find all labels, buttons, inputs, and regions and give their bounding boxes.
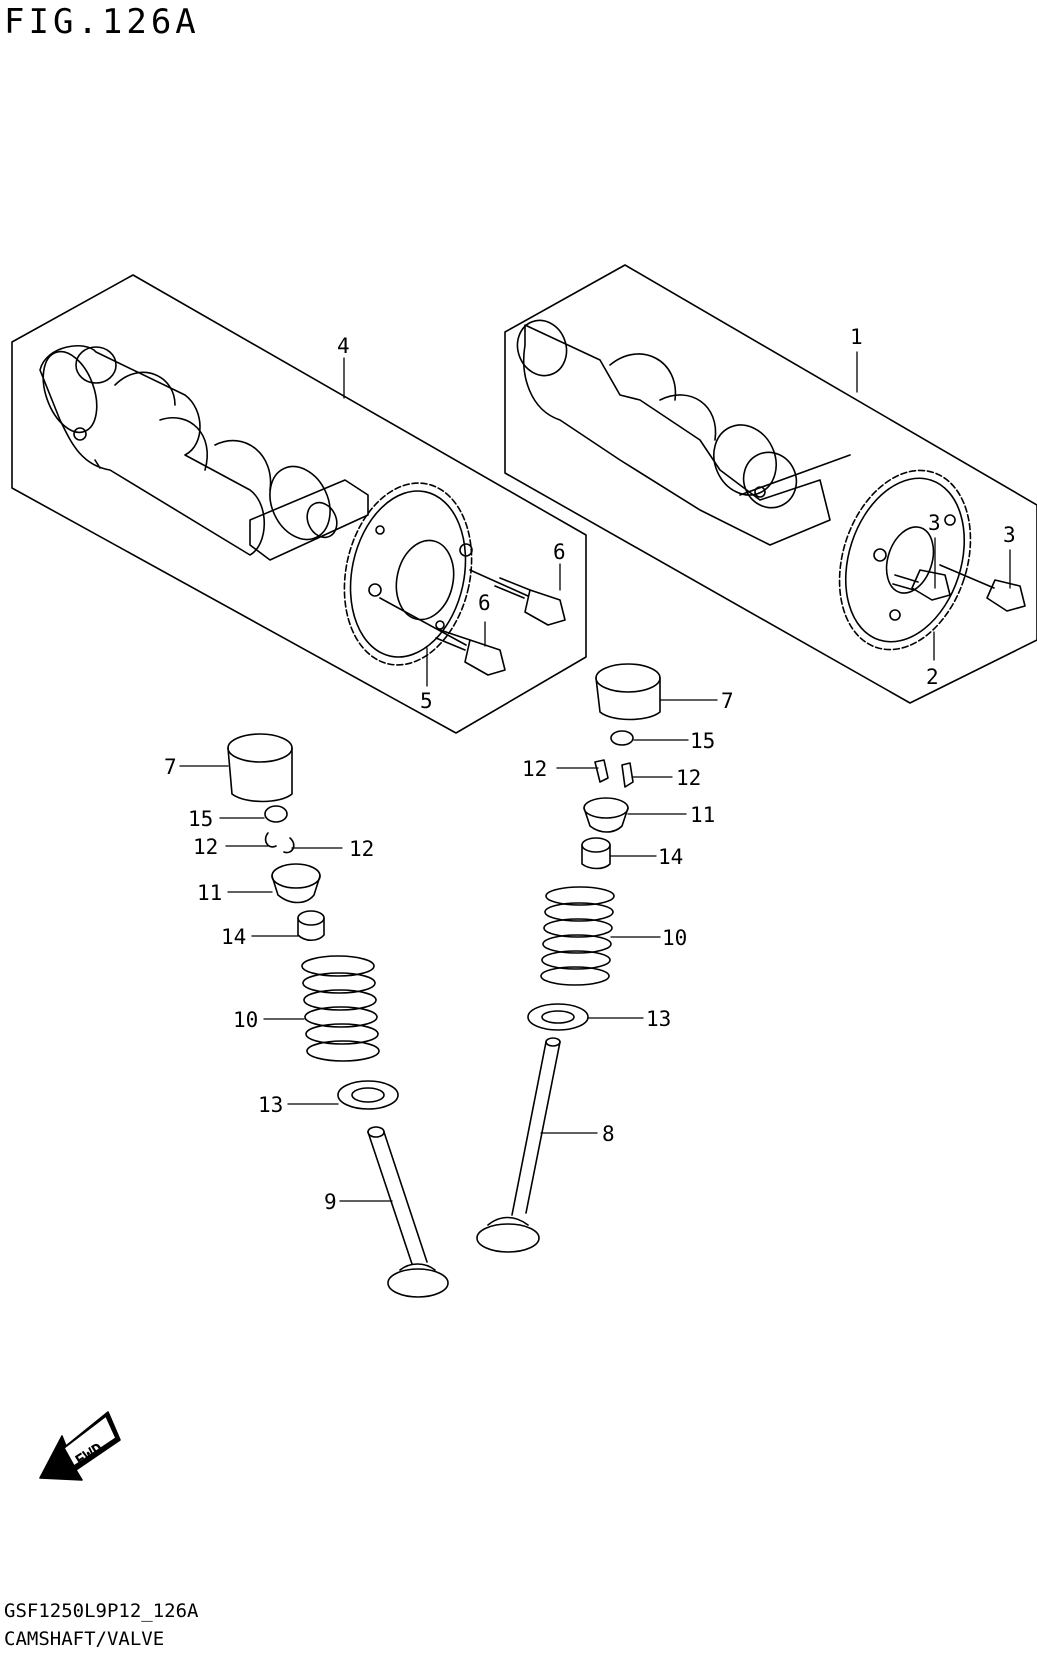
seal-left <box>297 910 325 942</box>
bolt-left-lower <box>379 597 506 676</box>
right-group-frame <box>504 264 1037 704</box>
leader-lines <box>179 351 1011 1202</box>
bolt-right-b <box>939 564 1026 612</box>
figure-name: CAMSHAFT/VALVE <box>4 1628 165 1650</box>
callout-12-left-a: 12 <box>193 835 218 859</box>
callout-1: 1 <box>850 325 863 349</box>
callout-12-right-a: 12 <box>522 757 547 781</box>
right-valve-train <box>476 663 661 1253</box>
fwd-arrow: FWD <box>39 1411 121 1481</box>
callout-numbers: 1 2 3 3 4 5 6 6 7 15 12 12 11 14 10 13 8… <box>164 325 1016 1214</box>
cotter-left <box>264 832 295 854</box>
callout-10-left: 10 <box>233 1008 258 1032</box>
callout-3a: 3 <box>928 511 941 535</box>
spring-left <box>301 955 380 1062</box>
shim-right <box>610 730 634 746</box>
tappet-right <box>595 663 661 721</box>
retainer-right <box>583 797 629 833</box>
figure-title: FIG.126A <box>4 2 200 42</box>
left-camshaft-group <box>11 274 587 734</box>
callout-8: 8 <box>602 1122 615 1146</box>
sprocket-right <box>838 469 972 651</box>
callout-13-left: 13 <box>258 1093 283 1117</box>
figure-code: GSF1250L9P12_126A <box>4 1600 199 1622</box>
callout-9: 9 <box>324 1190 337 1214</box>
seal-right <box>581 837 611 870</box>
callout-11-right: 11 <box>690 803 715 827</box>
shim-left <box>264 805 288 823</box>
spring-right <box>540 886 615 986</box>
bolt-right-a <box>892 569 951 601</box>
spring-seat-right <box>527 1003 589 1031</box>
callout-5: 5 <box>420 689 433 713</box>
callout-4: 4 <box>337 334 350 358</box>
callout-15-left: 15 <box>188 807 213 831</box>
callout-6a: 6 <box>553 540 566 564</box>
callout-10-right: 10 <box>662 926 687 950</box>
bolt-left-upper <box>469 569 566 626</box>
left-valve-train <box>227 733 449 1298</box>
callout-3b: 3 <box>1003 523 1016 547</box>
callout-7-left: 7 <box>164 755 177 779</box>
callout-6b: 6 <box>478 591 491 615</box>
spring-seat-left <box>337 1080 399 1110</box>
cotter-right <box>594 759 634 788</box>
valve-left <box>367 1126 449 1298</box>
left-group-frame <box>11 274 587 734</box>
tappet-left <box>227 733 293 803</box>
callout-7-right: 7 <box>721 689 734 713</box>
callout-14-left: 14 <box>221 925 246 949</box>
callout-14-right: 14 <box>658 845 683 869</box>
retainer-left <box>271 863 321 904</box>
callout-15-right: 15 <box>690 729 715 753</box>
camshaft-right <box>516 319 851 546</box>
valve-right <box>476 1037 561 1253</box>
sprocket-left <box>343 482 473 666</box>
camshaft-left <box>39 345 369 561</box>
callout-2: 2 <box>926 665 939 689</box>
callout-13-right: 13 <box>646 1007 671 1031</box>
callout-11-left: 11 <box>197 881 222 905</box>
callout-12-left-b: 12 <box>349 837 374 861</box>
callout-12-right-b: 12 <box>676 766 701 790</box>
right-camshaft-group <box>504 264 1037 704</box>
